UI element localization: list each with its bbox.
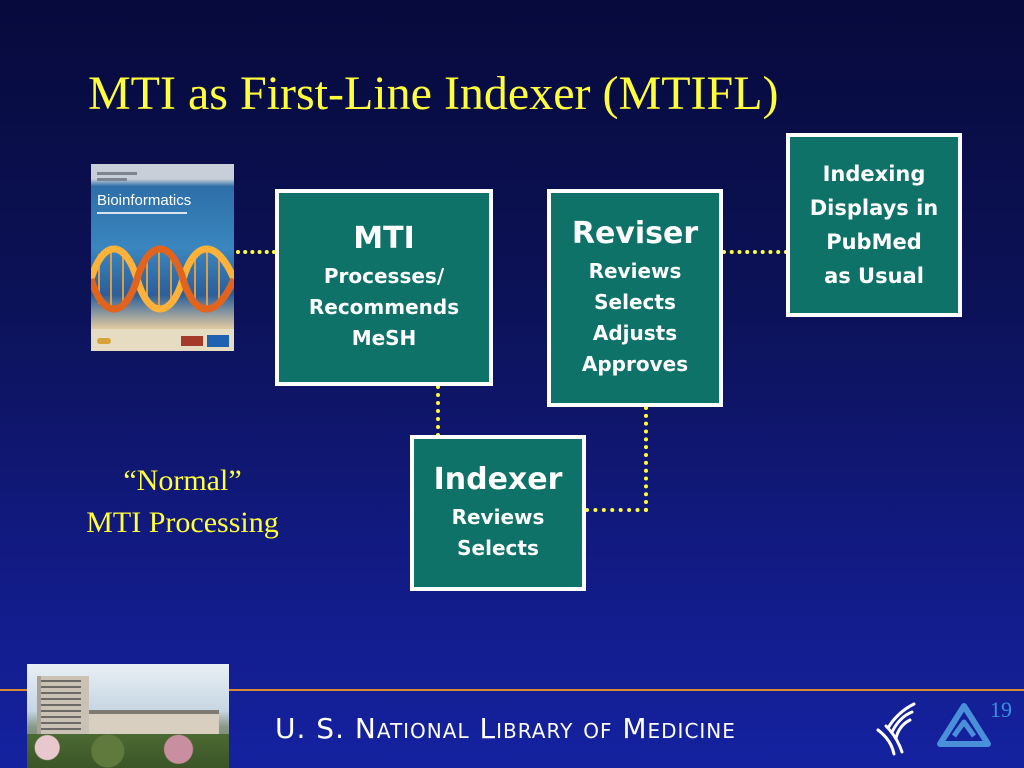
caption-line-1: “Normal”	[123, 464, 242, 497]
reviser-box: Reviser Reviews Selects Adjusts Approves	[547, 189, 723, 407]
mti-box-line: Recommends	[308, 295, 460, 319]
connector-cover-to-mti	[236, 250, 276, 254]
reviser-box-line: Adjusts	[592, 321, 678, 345]
connector-indexer-to-reviser	[585, 508, 648, 512]
indexer-box-heading: Indexer	[433, 462, 563, 497]
nih-logo-icon	[937, 703, 991, 747]
mti-box-line: Processes/	[323, 264, 445, 288]
reviser-box-line: Approves	[581, 352, 689, 376]
journal-cover-title: Bioinformatics	[97, 192, 192, 209]
footer-rule	[0, 689, 1024, 691]
connector-reviser-down	[644, 406, 648, 512]
normal-processing-caption: “Normal” MTI Processing	[60, 460, 305, 544]
page-number: 19	[990, 697, 1012, 722]
connector-reviser-to-indexing	[722, 250, 788, 254]
connector-mti-to-indexer	[436, 385, 440, 437]
nlm-building-photo	[27, 664, 229, 768]
reviser-box-heading: Reviser	[571, 216, 699, 251]
mti-box-heading: MTI	[353, 221, 415, 256]
reviser-box-line: Selects	[594, 290, 676, 314]
indexing-box-line: Indexing	[822, 162, 926, 186]
dna-helix-icon	[91, 245, 234, 313]
caption-line-2: MTI Processing	[86, 506, 279, 539]
indexing-box-line: Displays in	[809, 196, 939, 220]
journal-cover-image: Bioinformatics	[91, 164, 234, 351]
indexer-box: Indexer Reviews Selects	[410, 435, 586, 591]
indexer-box-line: Reviews	[451, 505, 545, 529]
nlm-footer-text: U. S. National Library of Medicine	[275, 712, 736, 745]
reviser-box-line: Reviews	[588, 259, 682, 283]
indexer-box-line: Selects	[457, 536, 539, 560]
hhs-eagle-logo-icon	[876, 702, 916, 756]
mti-box: MTI Processes/ Recommends MeSH	[275, 189, 493, 386]
indexing-box-line: PubMed	[826, 230, 922, 254]
mti-box-line: MeSH	[351, 326, 417, 350]
slide-title: MTI as First-Line Indexer (MTIFL)	[88, 67, 779, 120]
indexing-displays-box: Indexing Displays in PubMed as Usual	[786, 133, 962, 317]
indexing-box-line: as Usual	[824, 264, 924, 288]
